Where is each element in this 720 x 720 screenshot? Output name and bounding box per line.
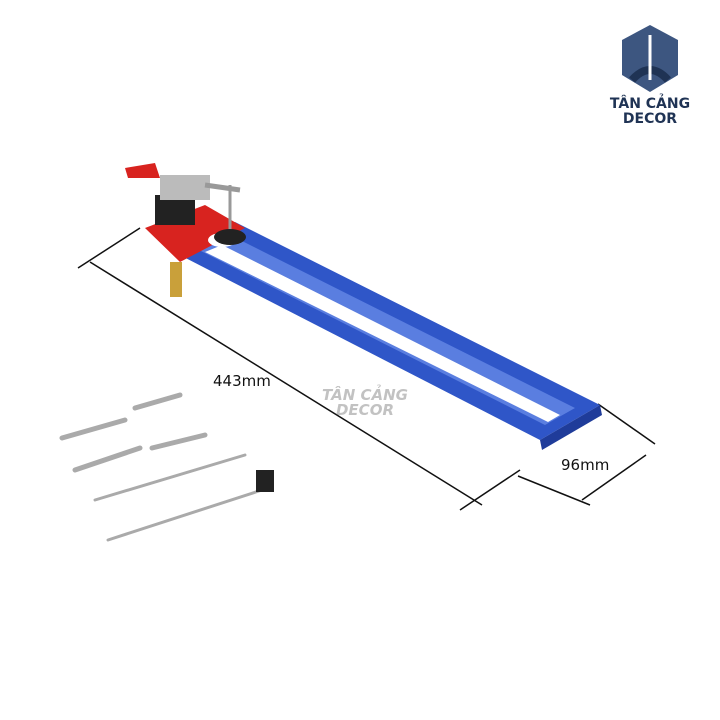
logo-text-line1: TÂN CẢNG (609, 96, 691, 112)
watermark: TÂN CẢNG DECOR (310, 388, 420, 418)
length-dimension-label: 443mm (213, 372, 271, 390)
logo-text-line2: DECOR (622, 111, 678, 127)
accessory-tools (59, 392, 264, 542)
toggle-clamp (125, 163, 246, 245)
width-dimension-label: 96mm (561, 456, 610, 474)
watermark-line1: TÂN CẢNG (322, 386, 408, 404)
dimension-lines (77, 227, 656, 511)
knob-handle (256, 470, 274, 492)
brand-logo (622, 25, 678, 92)
watermark-line2: DECOR (335, 401, 394, 419)
aluminum-rails (170, 222, 602, 450)
